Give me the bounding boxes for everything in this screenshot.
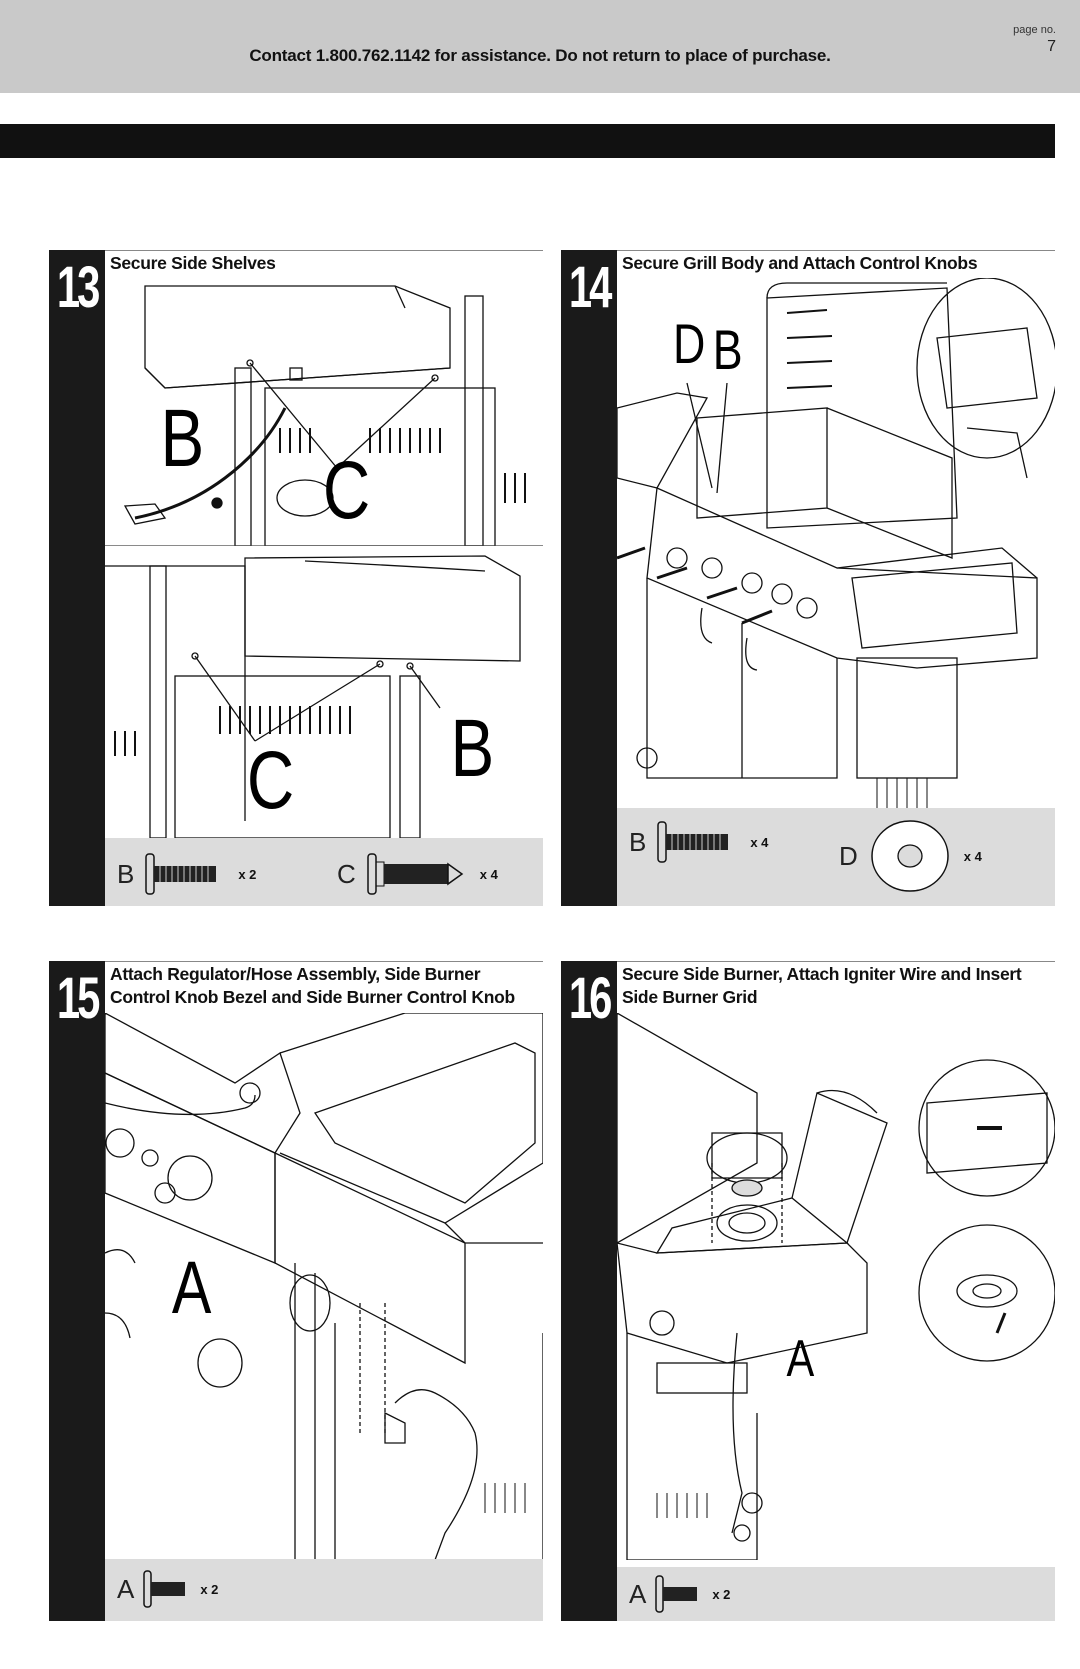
part-b: B x 4 bbox=[629, 820, 768, 864]
callout-a: A bbox=[171, 1246, 212, 1329]
callout-c: C bbox=[246, 735, 295, 826]
bolt-a-icon bbox=[655, 1575, 698, 1613]
side-shelf-illustration-bottom bbox=[105, 546, 543, 838]
parts-bin: A x 2 bbox=[105, 1559, 543, 1621]
bolt-c-icon bbox=[367, 853, 464, 895]
step-number: 13 bbox=[56, 255, 101, 320]
step-title: Secure Grill Body and Attach Control Kno… bbox=[622, 253, 978, 273]
callout-b: B bbox=[450, 703, 495, 794]
part-letter: A bbox=[117, 1573, 135, 1604]
part-d: D x 4 bbox=[839, 818, 982, 894]
grill-body-illustration bbox=[617, 278, 1055, 828]
part-c: C x 4 bbox=[337, 852, 498, 896]
part-quantity: x 4 bbox=[479, 866, 498, 882]
part-quantity: x 4 bbox=[963, 848, 982, 864]
part-letter: C bbox=[337, 858, 356, 889]
step-number-column bbox=[561, 961, 617, 1621]
callout-b: B bbox=[712, 318, 743, 381]
parts-bin: B x 2 C x 4 bbox=[105, 838, 543, 906]
part-quantity: x 2 bbox=[200, 1581, 219, 1597]
step-13-panel: 13 Secure Side Shelves bbox=[49, 250, 543, 906]
part-letter: A bbox=[629, 1578, 647, 1609]
step-number: 15 bbox=[56, 966, 101, 1031]
callout-b: B bbox=[160, 393, 205, 484]
callout-d: D bbox=[673, 312, 706, 375]
step-15-panel: 15 Attach Regulator/Hose Assembly, Side … bbox=[49, 961, 543, 1621]
step-number-column bbox=[49, 961, 105, 1621]
page-number-label: page no. bbox=[1013, 24, 1056, 36]
bolt-b-icon bbox=[657, 821, 729, 863]
step-number: 14 bbox=[568, 255, 613, 320]
bolt-a-icon bbox=[143, 1570, 186, 1608]
regulator-hose-illustration bbox=[105, 1013, 543, 1560]
bolt-b-icon bbox=[145, 853, 217, 895]
section-divider-bar bbox=[0, 124, 1055, 158]
part-a: A x 2 bbox=[629, 1574, 730, 1614]
parts-bin: A x 2 bbox=[617, 1567, 1055, 1621]
part-quantity: x 4 bbox=[750, 834, 769, 850]
part-letter: B bbox=[117, 858, 135, 889]
step-16-panel: 16 Secure Side Burner, Attach Igniter Wi… bbox=[561, 961, 1055, 1621]
part-b: B x 2 bbox=[117, 852, 256, 896]
side-burner-illustration bbox=[617, 1013, 1055, 1560]
step-title: Secure Side Shelves bbox=[110, 253, 276, 273]
part-letter: B bbox=[629, 826, 647, 857]
step-title: Attach Regulator/Hose Assembly, Side Bur… bbox=[110, 964, 515, 1007]
side-shelf-illustration-top bbox=[105, 278, 543, 546]
step-number-column bbox=[561, 250, 617, 906]
washer-d-icon bbox=[871, 820, 949, 892]
step-title: Secure Side Burner, Attach Igniter Wire … bbox=[622, 964, 1022, 1007]
header-bar bbox=[0, 0, 1080, 93]
step-number: 16 bbox=[568, 966, 613, 1031]
step-number-column bbox=[49, 250, 105, 906]
part-a: A x 2 bbox=[117, 1569, 218, 1609]
part-quantity: x 2 bbox=[712, 1586, 731, 1602]
step-14-panel: 14 Secure Grill Body and Attach Control … bbox=[561, 250, 1055, 906]
part-quantity: x 2 bbox=[238, 866, 257, 882]
parts-bin: B x 4 D x 4 bbox=[617, 808, 1055, 906]
part-letter: D bbox=[839, 840, 858, 871]
contact-line: Contact 1.800.762.1142 for assistance. D… bbox=[249, 46, 831, 65]
page-number: 7 bbox=[1047, 38, 1056, 55]
callout-a: A bbox=[786, 1330, 815, 1388]
callout-c: C bbox=[322, 445, 371, 536]
